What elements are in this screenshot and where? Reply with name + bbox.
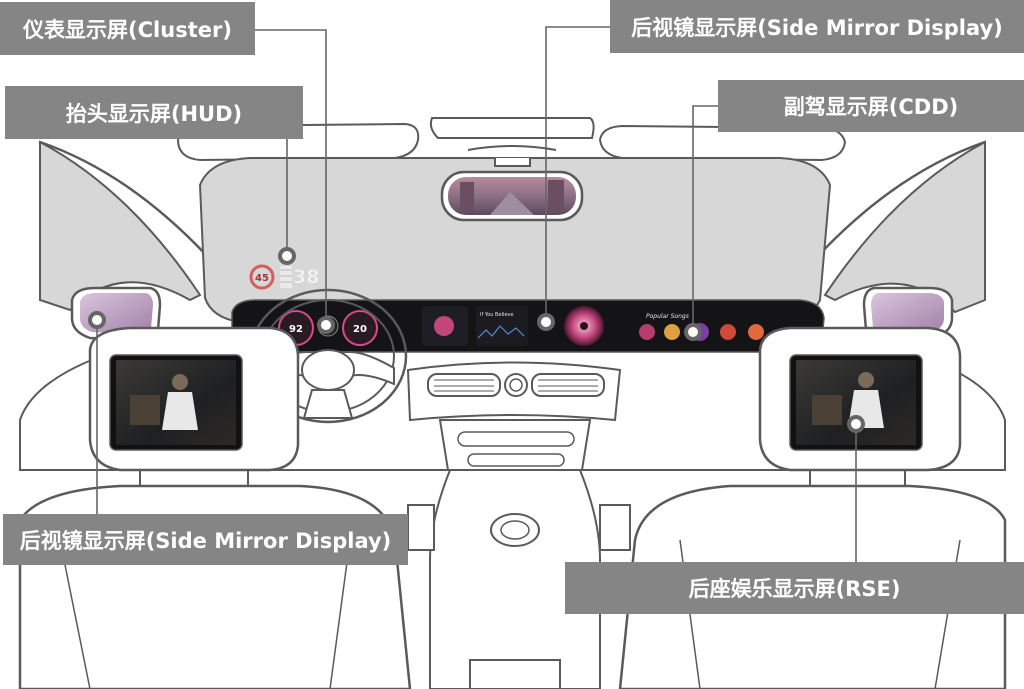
center-console <box>407 469 631 689</box>
cdd-heading: Popular Songs <box>646 313 689 320</box>
label-cluster: 仪表显示屏(Cluster) <box>0 2 255 55</box>
dashboard-screen <box>231 299 825 353</box>
center-track-title: If You Believe <box>480 312 513 318</box>
label-hud: 抬头显示屏(HUD) <box>5 86 303 139</box>
left-headrest <box>88 326 300 505</box>
leader-dots <box>88 247 865 433</box>
hud-speed-limit: 45 <box>255 273 269 284</box>
hud-projection <box>249 264 292 290</box>
label-side-mirror-display: 后视镜显示屏(Side Mirror Display) <box>3 514 408 565</box>
windshield <box>198 157 832 323</box>
cluster-right-value: 20 <box>353 324 367 335</box>
label-rse: 后座娱乐显示屏(RSE) <box>565 562 1024 614</box>
leader-lines <box>96 26 857 562</box>
hud-speed: 38 <box>293 266 319 288</box>
cluster-left-value: 92 <box>289 324 303 335</box>
label-rear-mirror-display: 后视镜显示屏(Side Mirror Display) <box>610 0 1024 53</box>
steering-wheel <box>248 288 408 424</box>
label-cdd: 副驾显示屏(CDD) <box>718 80 1024 132</box>
rearview-mirror <box>440 158 584 222</box>
